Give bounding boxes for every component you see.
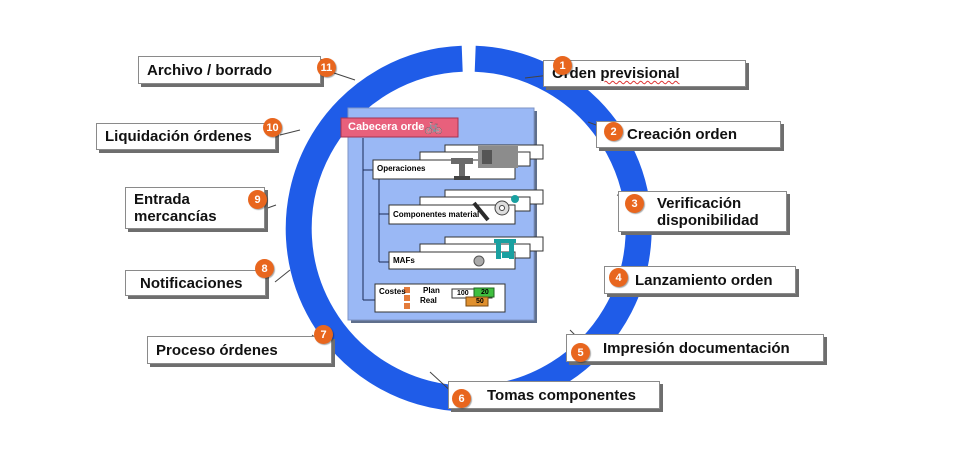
prt-label: MAFs bbox=[393, 256, 415, 265]
step-10-box: Liquidación órdenes bbox=[96, 123, 276, 150]
step-6-label: Tomas componentes bbox=[487, 386, 636, 404]
step-10-badge: 10 bbox=[263, 118, 282, 137]
machine-icon bbox=[451, 146, 518, 180]
order-header-box bbox=[340, 117, 459, 138]
step-5-box: Impresión documentación bbox=[566, 334, 824, 362]
step-6-box: Tomas componentes bbox=[448, 381, 660, 409]
step-7-box: Proceso órdenes bbox=[147, 336, 332, 364]
step-11-badge: 11 bbox=[317, 58, 336, 77]
tools-icon bbox=[472, 195, 519, 222]
step-9-box: Entrada mercancías bbox=[125, 187, 265, 229]
step-9-label-line2: mercancías bbox=[134, 208, 217, 225]
step-11-box: Archivo / borrado bbox=[138, 56, 321, 84]
step-3-label-line2: disponibilidad bbox=[657, 211, 759, 229]
orange-value: 50 bbox=[476, 298, 484, 305]
step-8-badge: 8 bbox=[255, 259, 274, 278]
step-2-box: Creación orden bbox=[596, 121, 781, 148]
real-label: Real bbox=[420, 296, 437, 305]
step-8-box: Notificaciones bbox=[125, 270, 266, 296]
step-4-label: Lanzamiento orden bbox=[635, 271, 773, 289]
step-4-box: Lanzamiento orden bbox=[604, 266, 796, 294]
prt-card bbox=[388, 251, 516, 270]
step-2-label: Creación orden bbox=[627, 126, 738, 143]
green-value: 20 bbox=[481, 289, 489, 296]
step-3-badge: 3 bbox=[625, 194, 644, 213]
prt-icon bbox=[473, 239, 516, 267]
step-11-label: Archivo / borrado bbox=[147, 61, 273, 79]
step-2-badge: 2 bbox=[604, 122, 623, 141]
components-label: Componentes material bbox=[393, 210, 480, 219]
cost-orange-bar bbox=[465, 296, 489, 307]
operations-label: Operaciones bbox=[377, 164, 426, 173]
step-3-box: Verificación disponibilidad bbox=[618, 191, 787, 232]
plan-label: Plan bbox=[423, 286, 440, 295]
step-5-badge: 5 bbox=[571, 343, 590, 362]
step-9-label-line1: Entrada bbox=[134, 191, 190, 208]
step-9-badge: 9 bbox=[248, 190, 267, 209]
order-header-title: Cabecera orde bbox=[348, 121, 425, 133]
spellcheck-word: previsional bbox=[600, 65, 680, 82]
step-8-label: Notificaciones bbox=[140, 274, 243, 292]
step-4-badge: 4 bbox=[609, 268, 628, 287]
step-7-badge: 7 bbox=[314, 325, 333, 344]
components-card bbox=[388, 204, 516, 225]
order-structure-panel bbox=[340, 107, 544, 323]
step-1-badge: 1 bbox=[553, 56, 572, 75]
step-5-label: Impresión documentación bbox=[603, 339, 790, 357]
step-1-box: Orden previsional bbox=[543, 60, 746, 87]
bicycle-icon: 🚲 bbox=[424, 118, 443, 135]
step-7-label: Proceso órdenes bbox=[156, 341, 278, 359]
step-3-label-line1: Verificación bbox=[657, 194, 742, 212]
plan-value: 100 bbox=[457, 290, 469, 297]
step-10-label: Liquidación órdenes bbox=[105, 128, 252, 145]
step-6-badge: 6 bbox=[452, 389, 471, 408]
costs-label: Costes bbox=[379, 287, 406, 296]
